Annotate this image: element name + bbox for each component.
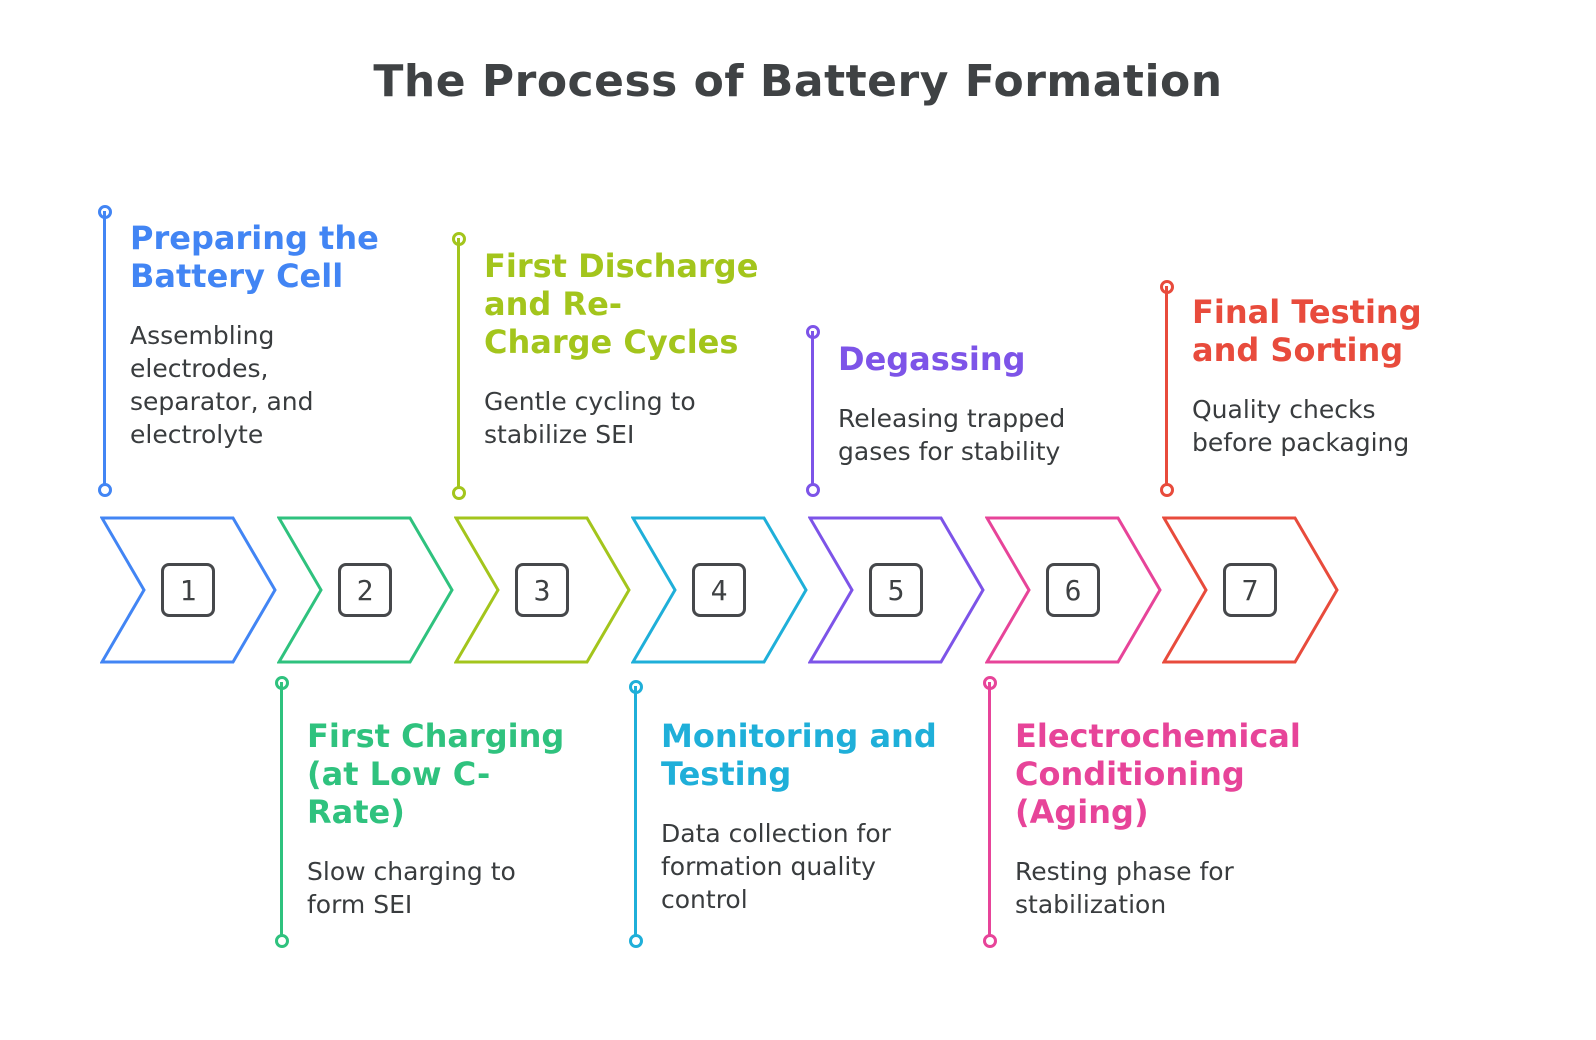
step-annotation-5: Degassing Releasing trapped gases for st… (806, 325, 1166, 497)
connector-line (452, 232, 466, 500)
connector-rail (103, 211, 106, 491)
connector-rail (457, 238, 460, 494)
step-description: Assembling electrodes, separator, and el… (130, 321, 314, 449)
step-description: Resting phase for stabilization (1015, 857, 1234, 919)
connector-dot-bottom-icon (275, 934, 289, 948)
connector-dot-bottom-icon (983, 934, 997, 948)
step-heading: Degassing (838, 340, 1026, 378)
step-heading: Final Testing and Sorting (1192, 293, 1422, 369)
step-annotation-4: Monitoring and Testing Data collection f… (629, 680, 989, 948)
connector-dot-bottom-icon (629, 934, 643, 948)
process-step-chevron-6: 6 (985, 516, 1163, 664)
chevron-arrow-icon (985, 516, 1162, 664)
chevron-arrow-icon (277, 516, 454, 664)
step-number: 1 (179, 573, 197, 607)
step-heading: Preparing the Battery Cell (130, 219, 379, 295)
step-heading: First Discharge and Re- Charge Cycles (484, 247, 759, 361)
step-description: Slow charging to form SEI (307, 857, 516, 919)
connector-line (983, 676, 997, 948)
step-number: 2 (356, 573, 374, 607)
step-heading: First Charging (at Low C- Rate) (307, 717, 565, 831)
step-number: 4 (710, 573, 728, 607)
chevron-arrow-icon (1162, 516, 1339, 664)
process-step-chevron-3: 3 (454, 516, 632, 664)
connector-line (629, 680, 643, 948)
step-number-badge: 5 (869, 563, 923, 617)
connector-line (275, 676, 289, 948)
step-heading: Electrochemical Conditioning (Aging) (1015, 717, 1301, 831)
step-number-badge: 2 (338, 563, 392, 617)
chevron-arrow-icon (454, 516, 631, 664)
connector-dot-bottom-icon (806, 483, 820, 497)
process-step-chevron-7: 7 (1162, 516, 1340, 664)
connector-dot-bottom-icon (452, 486, 466, 500)
step-annotation-1: Preparing the Battery Cell Assembling el… (98, 205, 458, 497)
step-annotation-3: First Discharge and Re- Charge Cycles Ge… (452, 232, 812, 500)
process-step-chevron-5: 5 (808, 516, 986, 664)
process-step-chevron-2: 2 (277, 516, 455, 664)
chevron-arrow-icon (631, 516, 808, 664)
step-number: 6 (1064, 573, 1082, 607)
connector-line (1160, 280, 1174, 497)
step-number: 7 (1241, 573, 1259, 607)
connector-rail (280, 682, 283, 942)
chevron-arrow-icon (808, 516, 985, 664)
step-number-badge: 3 (515, 563, 569, 617)
step-description: Quality checks before packaging (1192, 395, 1410, 457)
connector-rail (634, 686, 637, 942)
connector-rail (988, 682, 991, 942)
page-title: The Process of Battery Formation (373, 56, 1223, 107)
connector-rail (811, 331, 814, 491)
step-heading: Monitoring and Testing (661, 717, 937, 793)
process-step-chevron-4: 4 (631, 516, 809, 664)
connector-line (806, 325, 820, 497)
step-number: 3 (533, 573, 551, 607)
chevron-arrow-icon (100, 516, 277, 664)
connector-rail (1165, 286, 1168, 491)
connector-dot-bottom-icon (98, 483, 112, 497)
step-annotation-6: Electrochemical Conditioning (Aging) Res… (983, 676, 1343, 948)
step-number-badge: 7 (1223, 563, 1277, 617)
connector-line (98, 205, 112, 497)
step-description: Releasing trapped gases for stability (838, 404, 1066, 466)
step-description: Gentle cycling to stabilize SEI (484, 387, 696, 449)
step-annotation-7: Final Testing and Sorting Quality checks… (1160, 280, 1520, 497)
step-number: 5 (887, 573, 905, 607)
connector-dot-bottom-icon (1160, 483, 1174, 497)
step-number-badge: 4 (692, 563, 746, 617)
step-description: Data collection for formation quality co… (661, 819, 891, 914)
process-step-chevron-1: 1 (100, 516, 278, 664)
step-number-badge: 6 (1046, 563, 1100, 617)
step-number-badge: 1 (161, 563, 215, 617)
step-annotation-2: First Charging (at Low C- Rate) Slow cha… (275, 676, 635, 948)
